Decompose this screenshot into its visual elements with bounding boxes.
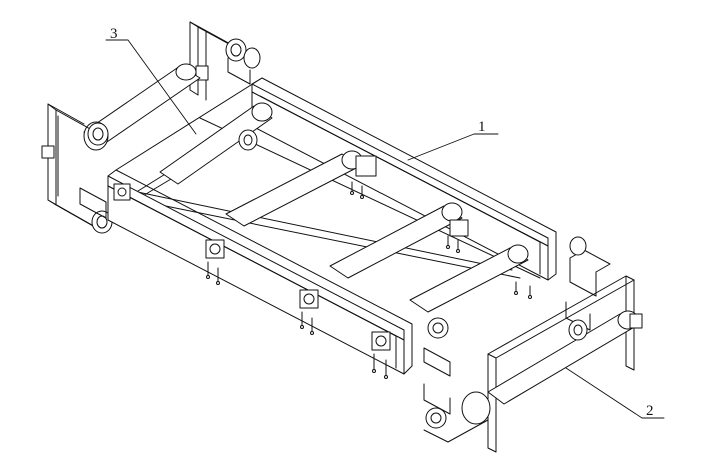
label-1: 1 [478, 119, 486, 135]
transverse-rollers [159, 102, 529, 313]
roller-assembly-2 [423, 236, 643, 453]
rear-bracket-bearing [225, 38, 247, 62]
main-frame-front-rail [107, 77, 413, 375]
label-3: 3 [110, 26, 118, 42]
label-2: 2 [646, 403, 654, 419]
roller-b [225, 153, 361, 227]
roller-c [329, 205, 463, 279]
front-rail-mounts [113, 183, 391, 351]
rear-bracket [189, 21, 261, 101]
left-end-bracket [41, 103, 113, 234]
bolts [206, 181, 532, 379]
assembly-2-roller-end [461, 391, 491, 425]
roller-a [159, 105, 273, 185]
left-bearing-upper [87, 122, 109, 146]
roller-d [409, 247, 529, 313]
annotations: 3 1 2 [105, 26, 665, 419]
